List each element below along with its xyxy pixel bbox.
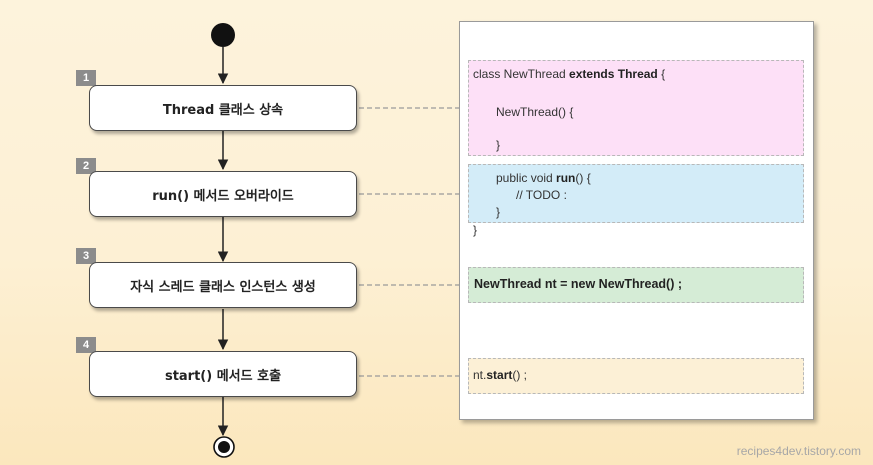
code-todo-comment: // TODO : — [516, 188, 567, 202]
step-2-label: run() 메서드 오버라이드 — [152, 188, 294, 204]
code-class-declaration: class NewThread extends Thread { — [473, 67, 666, 81]
step-1-box: Thread 클래스 상속 — [89, 85, 357, 131]
step-2-number: 2 — [76, 158, 96, 174]
code-constructor: NewThread() { — [496, 105, 574, 119]
step-1-number: 1 — [76, 70, 96, 86]
step-3-label: 자식 스레드 클래스 인스턴스 생성 — [130, 279, 316, 295]
step-4-label: start() 메서드 호출 — [164, 368, 282, 384]
code-class-close: } — [473, 223, 478, 237]
code-run-declaration: public void run() { — [496, 171, 591, 185]
code-region-start — [468, 358, 804, 394]
code-run-close: } — [496, 205, 501, 219]
code-region-run — [468, 164, 804, 223]
start-node — [211, 23, 235, 47]
code-constructor-close: } — [496, 138, 501, 152]
code-start-call: nt.start() ; — [473, 368, 528, 382]
code-panel: class NewThread extends Thread { NewThre… — [459, 21, 814, 420]
code-region-class — [468, 60, 804, 156]
watermark: recipes4dev.tistory.com — [736, 444, 861, 458]
end-node — [218, 441, 230, 453]
code-region-instance — [468, 267, 804, 303]
code-instance-line: NewThread nt = new NewThread() ; — [474, 277, 683, 291]
step-1-label: Thread 클래스 상속 — [162, 102, 284, 118]
step-4-number: 4 — [76, 337, 96, 353]
step-3-number: 3 — [76, 248, 96, 264]
step-3-box: 자식 스레드 클래스 인스턴스 생성 — [89, 262, 357, 308]
step-2-box: run() 메서드 오버라이드 — [89, 171, 357, 217]
step-4-box: start() 메서드 호출 — [89, 351, 357, 397]
